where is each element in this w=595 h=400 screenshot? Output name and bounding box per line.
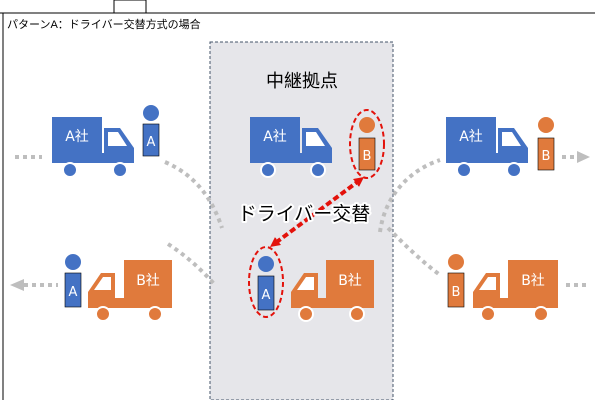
- truck-a-top-left: A社: [52, 117, 134, 178]
- driver-label: A: [69, 285, 78, 300]
- highlight-driver-a: [248, 246, 284, 318]
- flow-arrow-top-right: [378, 158, 441, 233]
- driver-a-relay: A: [257, 256, 275, 311]
- wheel-icon: [506, 162, 522, 178]
- driver-head: [143, 105, 159, 121]
- driver-b-relay: B: [358, 117, 376, 171]
- truck-cargo: [124, 260, 172, 298]
- driver-body: [358, 137, 376, 171]
- arrowhead-top-exit: [577, 151, 590, 163]
- driver-head: [359, 117, 375, 133]
- driver-swap-label: ドライバー交替: [238, 203, 371, 225]
- wheel-icon: [147, 306, 163, 322]
- driver-body: [64, 272, 82, 308]
- truck-label: A社: [459, 129, 483, 145]
- truck-window: [94, 277, 111, 290]
- truck-cargo: [446, 117, 496, 153]
- arrowhead-bottom-exit: [10, 279, 24, 291]
- driver-label: A: [147, 135, 156, 150]
- truck-label: B社: [136, 273, 160, 289]
- truck-b-bottom-left: B社: [88, 260, 172, 322]
- driver-label: B: [452, 285, 461, 300]
- truck-window: [297, 277, 314, 290]
- flow-arrow-bottom-right: [386, 226, 442, 277]
- page-tab: [113, 0, 147, 14]
- truck-chassis: [52, 153, 134, 163]
- wheel-icon: [62, 162, 78, 178]
- truck-b-bottom-right: B社: [473, 260, 558, 322]
- truck-chassis: [250, 153, 332, 163]
- diagram-title: パターンA：ドライバー交替方式の場合: [7, 17, 201, 31]
- highlight-driver-b: [349, 109, 385, 179]
- driver-label: B: [363, 149, 372, 164]
- wheel-icon: [260, 162, 276, 178]
- driver-a-top-left: A: [142, 105, 160, 157]
- truck-label: A社: [263, 129, 287, 145]
- flow-arrow-bottom-left: [166, 242, 217, 287]
- truck-chassis: [446, 153, 528, 163]
- truck-cargo: [250, 117, 300, 153]
- truck-chassis: [473, 298, 558, 308]
- driver-label: A: [262, 288, 271, 303]
- driver-b-top-right: B: [537, 117, 555, 171]
- driver-body: [257, 275, 275, 311]
- driver-body: [447, 272, 465, 308]
- driver-a-bottom-left: A: [64, 254, 82, 308]
- truck-chassis: [88, 298, 172, 308]
- truck-window: [479, 277, 496, 290]
- driver-body: [142, 123, 160, 157]
- truck-a-top-right: A社: [446, 117, 528, 178]
- truck-label: B社: [521, 273, 545, 289]
- truck-cargo: [52, 117, 102, 153]
- wheel-icon: [298, 306, 314, 322]
- flow-arrows: [15, 155, 590, 287]
- driver-head: [538, 117, 554, 133]
- truck-window: [502, 132, 521, 146]
- wheel-icon: [95, 306, 111, 322]
- truck-window: [108, 132, 127, 146]
- driver-label: B: [542, 149, 551, 164]
- truck-cargo: [508, 260, 558, 298]
- driver-b-bottom-right: B: [447, 254, 465, 308]
- truck-label: A社: [65, 129, 89, 145]
- truck-chassis: [291, 298, 374, 308]
- wheel-icon: [349, 306, 365, 322]
- wheel-icon: [310, 162, 326, 178]
- wheel-icon: [456, 162, 472, 178]
- flow-arrow-top-center: [164, 160, 224, 229]
- truck-b-relay: B社: [291, 260, 374, 322]
- truck-label: B社: [338, 273, 362, 289]
- truck-a-relay: A社: [250, 117, 332, 178]
- driver-body: [537, 137, 555, 171]
- wheel-icon: [112, 162, 128, 178]
- truck-window: [306, 132, 325, 146]
- wheel-icon: [480, 306, 496, 322]
- relay-area-label: 中継拠点: [266, 71, 338, 92]
- truck-cargo: [326, 260, 374, 298]
- driver-head: [65, 254, 81, 270]
- wheel-icon: [533, 306, 549, 322]
- driver-head: [448, 254, 464, 270]
- driver-head: [258, 256, 274, 272]
